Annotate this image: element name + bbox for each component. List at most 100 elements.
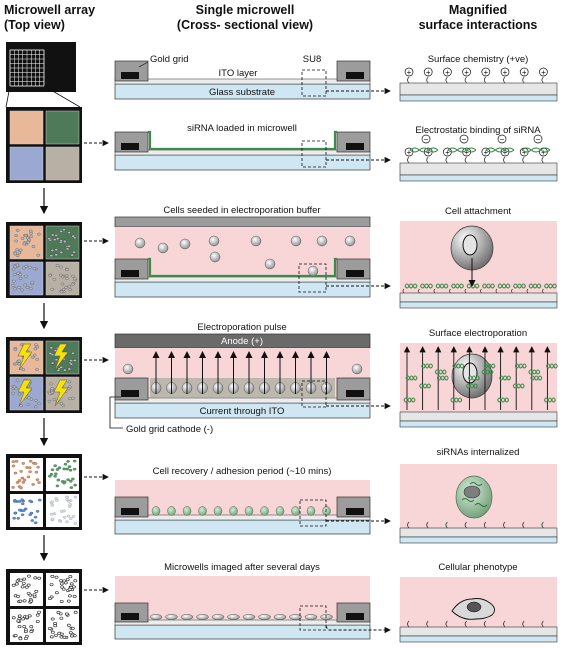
cell-dot [72,467,77,471]
lightning-bolt-icons [17,343,69,407]
cell-dot [28,466,32,470]
cell-dot [29,397,34,401]
cell-dot [23,283,27,287]
cell-dot [64,274,69,277]
cell-dot [50,468,55,472]
sirna-strand [404,283,418,289]
sirna-strand [447,147,477,153]
cell-dot [73,522,78,525]
cell-dot [24,585,29,589]
cell-dot [54,233,58,237]
cell-dot [67,284,72,288]
ligand [445,156,448,164]
cell-dot [72,594,77,598]
cell-dot [69,359,73,362]
cell-dot [11,460,16,463]
microwell-row5 [114,480,371,535]
sirna-strand [450,397,463,403]
plus-sign: + [522,148,527,157]
sirna-strand [514,363,527,369]
cell-dot [49,346,54,350]
ligand [483,521,487,529]
cell-dot [54,633,58,637]
cell-dot [71,274,75,278]
minus-sign: − [500,135,505,144]
cell-dot [35,478,40,482]
cell-dot [54,253,59,257]
cell-dot [64,612,69,616]
sirna-strand [530,375,543,381]
anode-label: Anode (+) [221,336,263,347]
header-col3-line2: surface interactions [419,18,538,32]
cell-dot [29,235,33,238]
cell-dot [50,517,55,521]
surface-panel-4 [399,343,558,428]
cell-dot [13,499,17,502]
sirna-strand [485,147,515,153]
microwell-row3 [114,216,371,298]
positive-charges: ++++++++ [404,67,548,84]
cell-dot [50,249,55,252]
cell-dot [65,268,70,271]
cell-dot [23,628,28,632]
sirna-strand [467,375,480,381]
cell-dot [29,599,34,603]
cell-dot [21,617,25,621]
sirna-strand [481,369,494,375]
cell-dot [52,398,57,402]
cell-dot [62,509,66,513]
cell-dot [26,583,31,587]
cell [291,506,300,516]
sirna-strand [514,363,527,369]
cell-dot [49,512,54,516]
cell-dot [16,271,20,275]
plus-sign: + [483,68,488,77]
cell-dot [58,519,63,523]
cell [304,614,318,620]
ligand [503,76,506,84]
cell-dot [60,282,65,286]
sirna-strand [434,369,447,375]
cell-dot [26,475,31,479]
sirna-strand [521,147,551,153]
sirna-strand [481,369,494,375]
cell-dot [49,583,54,587]
plus-icon [500,67,510,77]
sirna-strand [421,363,434,369]
sirna-strand [420,283,433,289]
sirna-strand [447,147,477,153]
cell-dot [66,478,70,482]
sirna-strand [419,383,432,389]
cell [211,614,225,620]
sirna-strand [435,283,449,289]
cell-dot [59,582,64,586]
cell [242,614,256,620]
plus-icon [404,67,414,77]
cell-dot [22,509,26,512]
cell-dot [66,599,71,603]
cell-dot [29,625,34,629]
minus-icon [459,134,469,144]
cell-dot [50,233,55,237]
cell-dot [29,630,34,634]
plus-sign: + [407,148,412,157]
cell-dot [47,399,52,403]
sirna-strand [497,283,511,289]
cell [273,614,287,620]
sirna-strand [436,375,449,381]
plus-sign: + [483,148,488,157]
cell-dot [18,637,23,641]
array-panel-electroporation [6,337,82,413]
cell-dot [50,574,55,578]
cell-dot [37,610,41,614]
cell-dot [31,245,36,249]
cell-dot [22,599,27,603]
sirna-strand [404,283,418,289]
cell-dot [31,483,35,486]
ligand [445,620,448,628]
plus-sign: + [445,68,450,77]
cell-dot [67,244,71,248]
cell-dot [67,465,72,468]
sirna-strand [409,147,439,153]
